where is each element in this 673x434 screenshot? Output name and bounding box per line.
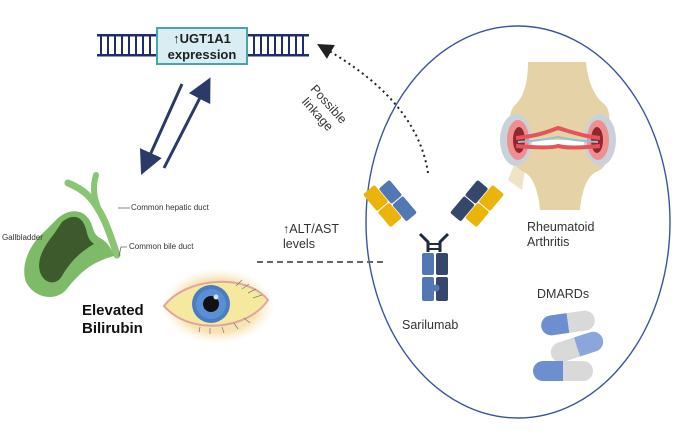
bilirubin-line1: Elevated [82,302,144,319]
gallbladder-label: Gallbladder [2,233,43,242]
bilirubin-line2: Bilirubin [82,320,143,337]
jaundiced-eye-icon [161,268,275,344]
common-hepatic-duct-label: Common hepatic duct [131,203,209,212]
elevated-bilirubin-label: Elevated Bilirubin [82,302,144,338]
dna-icon [97,34,309,57]
common-bile-duct-label: Common bile duct [129,242,194,251]
gene-box-line1: ↑UGT1A1 [173,31,231,46]
alt-ast-line2: levels [283,237,315,251]
alt-ast-label: ↑ALT/AST levels [283,222,339,252]
ugt1a1-expression-box: ↑UGT1A1 expression [156,27,248,65]
antibody-icon [363,180,504,301]
ra-line2: Arthritis [527,235,570,249]
bidirectional-arrows-icon [139,77,211,175]
knee-joint-icon [500,62,616,210]
gallbladder-icon [24,172,130,297]
treatment-region-ellipse [365,25,671,419]
rheumatoid-arthritis-label: Rheumatoid Arthritis [527,220,594,250]
sarilumab-label: Sarilumab [402,318,459,332]
ra-line1: Rheumatoid [527,220,595,234]
gene-box-line2: expression [167,47,237,62]
capsule-icon [533,310,604,381]
dmards-label: DMARDs [537,287,590,301]
alt-ast-line1: ↑ALT/AST [283,222,340,236]
